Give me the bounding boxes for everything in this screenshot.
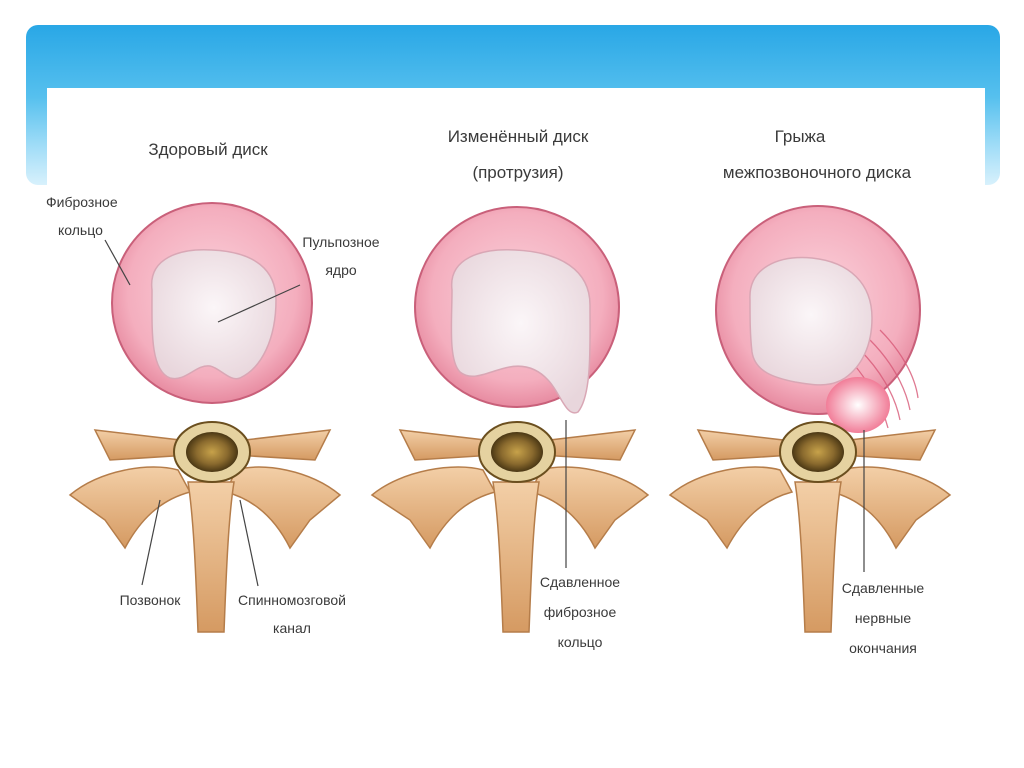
panel-herniation-title-line1: Грыжа — [740, 126, 860, 147]
spinal-cord — [186, 432, 238, 472]
panel-healthy-title: Здоровый диск — [128, 139, 288, 160]
panel-protrusion-title-line1: Изменённый диск — [420, 126, 616, 147]
label-nucleus-line2: ядро — [310, 262, 372, 280]
panel-protrusion-title-line2: (протрузия) — [440, 162, 596, 183]
label-compressed-line3: кольцо — [540, 634, 620, 652]
spinal-cord — [792, 432, 844, 472]
panel-healthy — [70, 203, 340, 632]
panel-herniation-title-line2: межпозвоночного диска — [692, 162, 942, 183]
label-annulus-line2: кольцо — [58, 222, 103, 240]
label-compressed-line1: Сдавленное — [520, 574, 640, 592]
label-canal-line2: канал — [262, 620, 322, 638]
label-nucleus-line1: Пульпозное — [288, 234, 394, 252]
panel-protrusion — [372, 207, 648, 632]
label-compressed-line2: фиброзное — [520, 604, 640, 622]
label-annulus-line1: Фиброзное — [46, 194, 118, 212]
nucleus-pulposus — [152, 250, 276, 379]
label-vertebra: Позвонок — [102, 592, 198, 610]
label-canal-line1: Спинномозговой — [222, 592, 362, 610]
label-nerves-line2: нервные — [828, 610, 938, 628]
spinal-cord — [491, 432, 543, 472]
nucleus-pulposus — [750, 258, 872, 385]
label-nerves-line1: Сдавленные — [818, 580, 948, 598]
label-nerves-line3: окончания — [820, 640, 946, 658]
panel-herniation — [670, 206, 950, 632]
